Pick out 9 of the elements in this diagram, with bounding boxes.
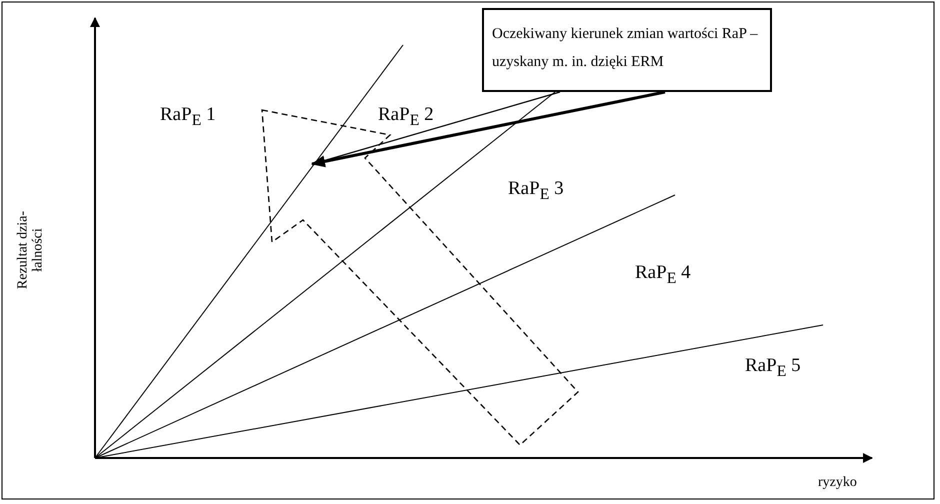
axis-title: Rezultat dzia- łalności <box>16 210 46 292</box>
callout-box: Oczekiwany kierunek zmian wartości RaP – uzyskany m. in. dzięki ERM <box>482 8 772 92</box>
region-label: RaP$_{E}$ 5 <box>745 355 801 381</box>
region-label: RaP$_{E}$ 1 <box>160 104 216 130</box>
region-label: RaP$_{E}$ 4 <box>635 262 691 288</box>
region-label: RaP$_{E}$ 3 <box>508 178 564 204</box>
region-label: RaP$_{E}$ 2 <box>378 104 434 130</box>
axis-title: ryzyko <box>818 475 857 491</box>
callout-arrow <box>311 90 666 168</box>
